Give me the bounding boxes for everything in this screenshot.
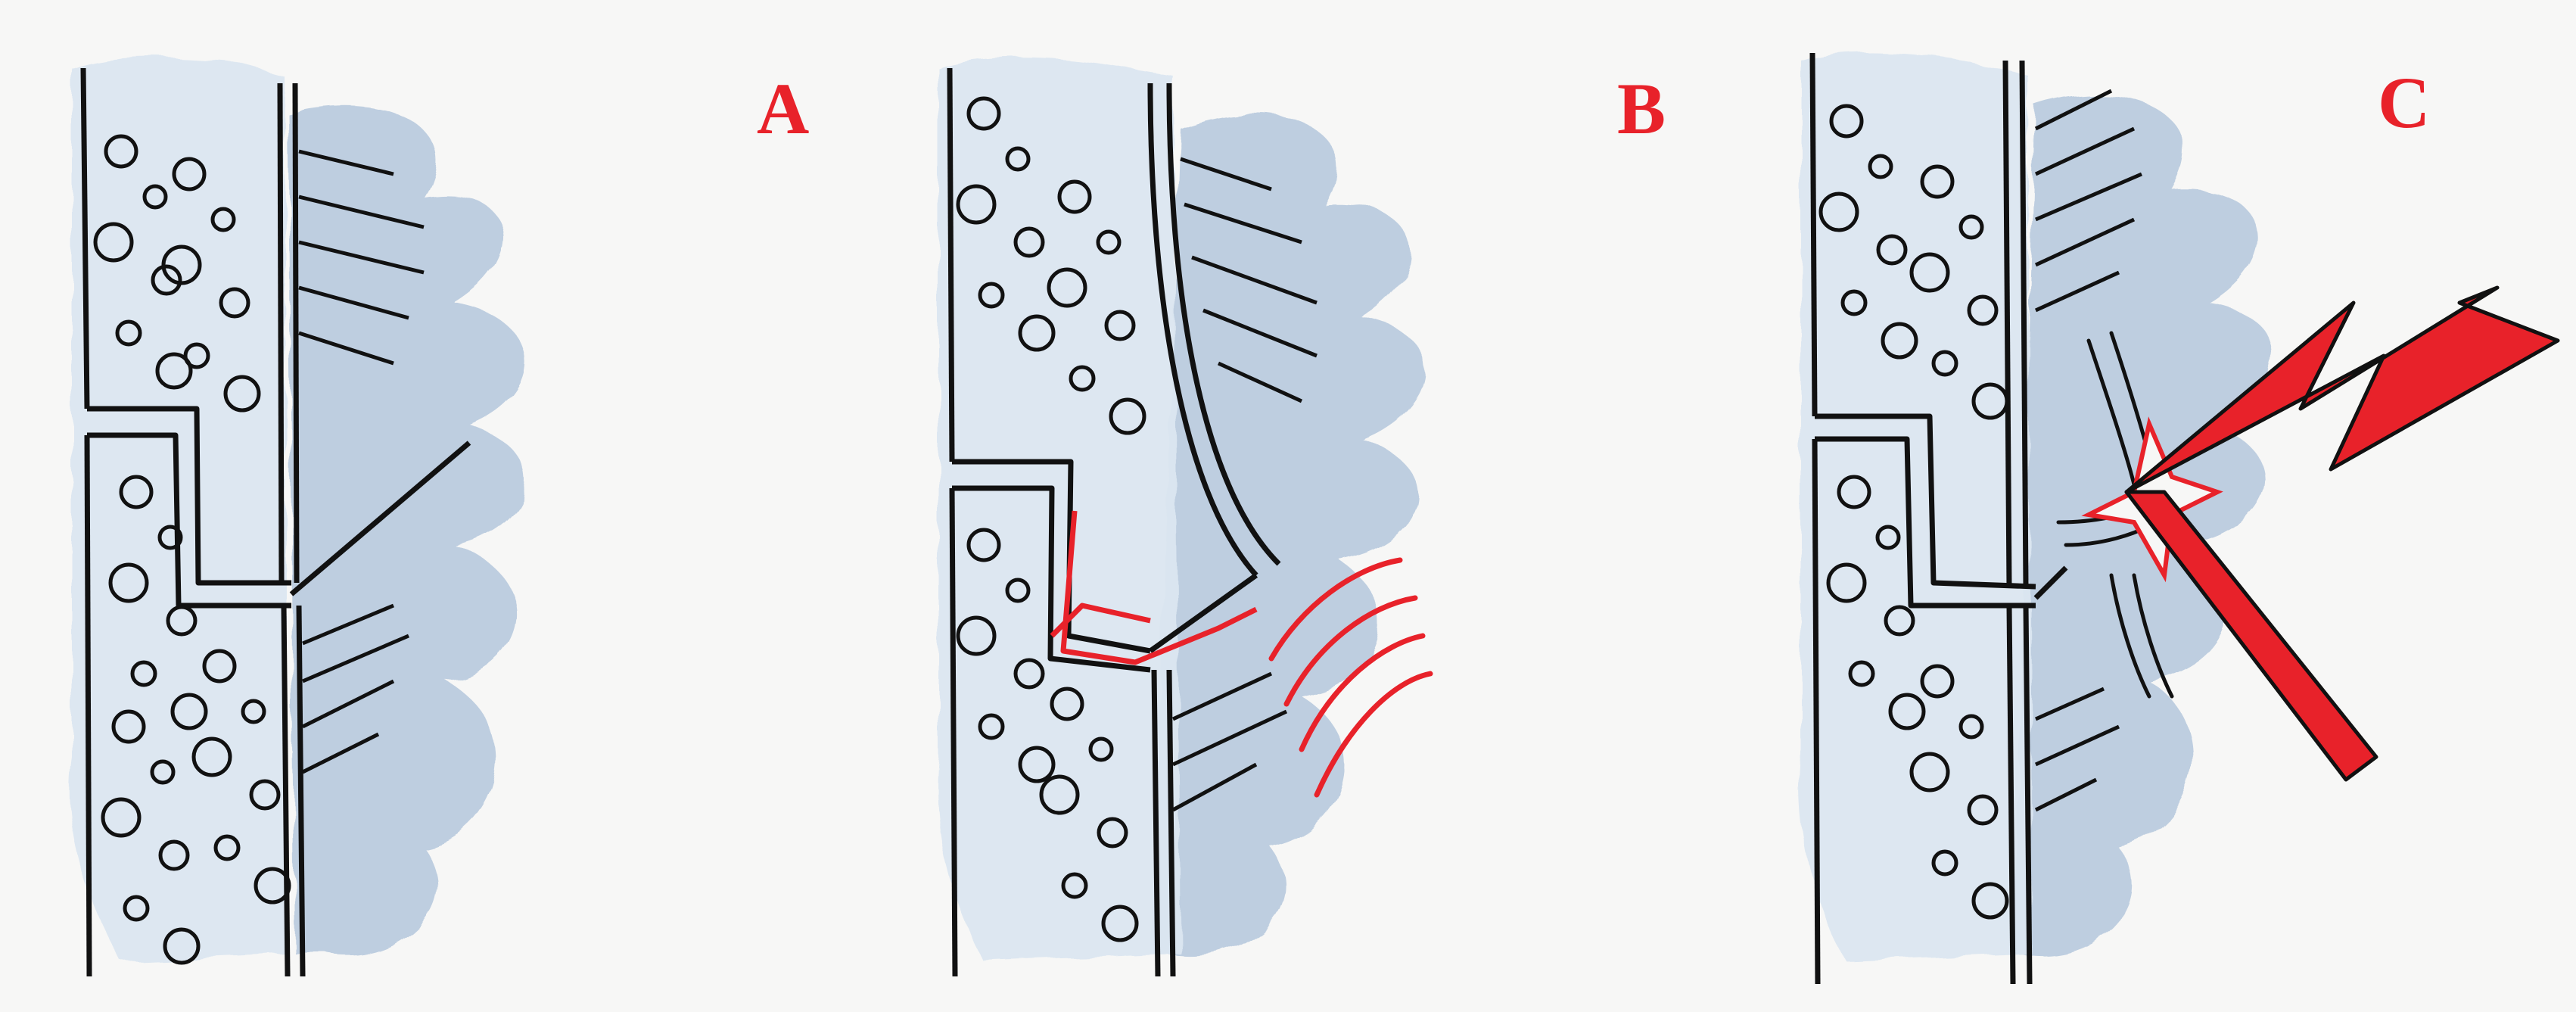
panel-b-vibration-arcs (1268, 557, 1433, 798)
panel-c-hatching (2034, 89, 2142, 812)
panel-c-concrete (1800, 51, 2032, 961)
panel-a (69, 57, 526, 977)
panel-label-b: B (1617, 68, 1666, 149)
panel-label-c: C (2378, 62, 2431, 143)
panel-a-hatching (298, 149, 425, 774)
panel-b-crack (1050, 510, 1258, 665)
panel-b (937, 58, 1433, 977)
panel-b-shadow (1150, 114, 1425, 957)
panel-c (1800, 51, 2560, 985)
panel-label-a: A (757, 68, 810, 149)
panel-a-outline (80, 67, 471, 977)
panel-c-outline (1809, 52, 2068, 985)
panel-c-arrow (2124, 285, 2560, 494)
panel-a-shadow (288, 106, 526, 957)
panel-b-hatching (1171, 157, 1318, 812)
panel-c-arrow-tail (2124, 490, 2378, 782)
